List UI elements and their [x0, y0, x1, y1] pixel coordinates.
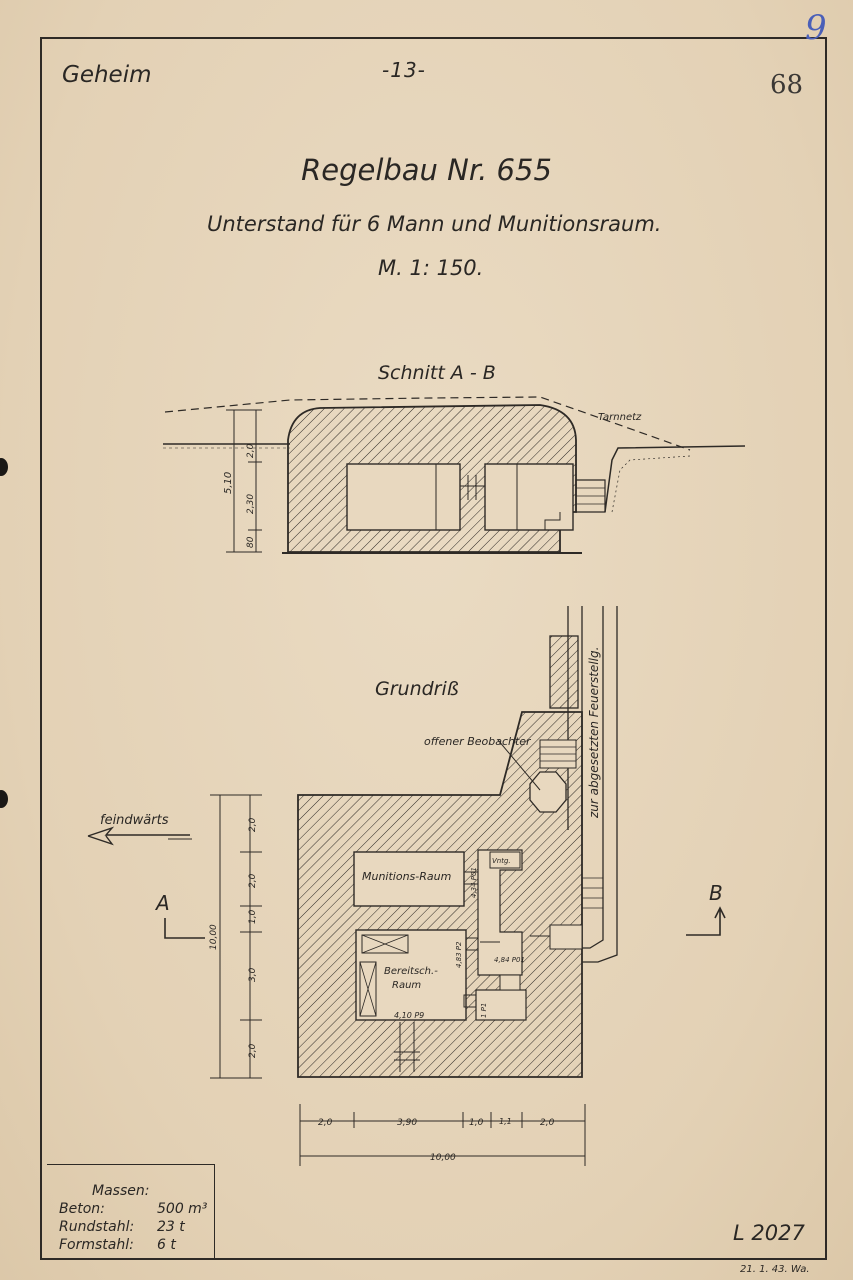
plan-dim-vertical: 2,0: [248, 873, 258, 888]
plan-dim-vertical: 3,0: [248, 967, 258, 982]
section-dim-floor: 80: [246, 536, 256, 548]
vent-room: [489, 851, 521, 869]
masses-row-value: 500 m³: [157, 1201, 208, 1217]
plan-vertical-dimension-lines: [210, 794, 262, 1079]
bunk-symbol: [361, 934, 409, 954]
plan-dim-horizontal: 1,1: [499, 1117, 512, 1126]
sheet-code: L 2027: [733, 1221, 805, 1245]
binder-hole: [0, 790, 8, 808]
plan-dim-vertical: 2,0: [248, 817, 258, 832]
page-number: -13-: [382, 58, 426, 82]
drawing-frame: [40, 37, 827, 1260]
binder-hole: [0, 458, 8, 476]
masses-row-label: Beton:: [59, 1201, 105, 1217]
observer-leader-line: [497, 739, 541, 791]
drawing-scale: M. 1: 150.: [378, 256, 484, 280]
section-dim-room: 2,30: [246, 494, 256, 514]
masses-row-round-steel: Rundstahl: 23 t: [59, 1219, 209, 1235]
ready-room-label-line1: Bereitsch.-: [384, 966, 438, 977]
door-label: 4,34 P01: [470, 867, 478, 898]
plan-title: Grundriß: [375, 678, 459, 700]
inner-step: [544, 512, 561, 530]
plan-dim-overall-horizontal: 10,00: [430, 1153, 456, 1163]
plan-dim-horizontal: 3,90: [397, 1118, 417, 1128]
date-mark: 21. 1. 43. Wa.: [740, 1264, 810, 1275]
section-marker-a: A: [154, 891, 170, 915]
camo-net-label: Tarnnetz: [598, 412, 642, 423]
classification-label: Geheim: [62, 62, 152, 88]
door-label: 1 P1: [480, 1003, 488, 1018]
section-view: Tarnnetz 5,: [163, 396, 746, 554]
plan-door-symbols: [463, 871, 550, 1008]
trench-slope: [611, 455, 691, 513]
door-label: 4,84 P01: [494, 956, 525, 964]
drawing-title: Regelbau Nr. 655: [301, 153, 552, 187]
section-dim-roof: 2,0: [246, 443, 256, 458]
plan-dim-horizontal: 1,0: [469, 1118, 484, 1128]
ready-room: [355, 929, 467, 1021]
plan-dim-vertical: 2,0: [248, 1043, 258, 1058]
section-marker-b: B: [709, 881, 723, 905]
plan-dim-horizontal: 2,0: [540, 1118, 555, 1128]
plan-dim-overall-vertical: 10,00: [209, 924, 219, 950]
trench-profile: [604, 445, 746, 513]
masses-title: Massen:: [92, 1183, 150, 1199]
entrance-passage: [549, 924, 583, 950]
enemy-direction-label: feindwärts: [100, 813, 169, 828]
section-room-left: [346, 463, 461, 531]
camo-net-line: [164, 396, 691, 451]
observer-label: offener Beobachter: [424, 735, 532, 748]
observer-position: [529, 771, 567, 813]
trench-block: [549, 635, 579, 709]
bunk-cross: [361, 934, 409, 954]
route-label: zur abgesetzten Feuerstellg.: [587, 647, 601, 819]
drawing-subtitle: Unterstand für 6 Mann und Munitionsraum.: [207, 212, 662, 236]
plan-dim-horizontal: 2,0: [318, 1118, 333, 1128]
door-label: 4,10 P9: [394, 1011, 424, 1020]
masses-row-label: Rundstahl:: [59, 1219, 135, 1235]
bed-symbol: [359, 961, 377, 1017]
ready-room-label-line2: Raum: [392, 980, 421, 991]
section-stairs: [575, 479, 606, 513]
ammo-room: [353, 851, 465, 907]
masses-table: Massen: Beton: 500 m³ Rundstahl: 23 t Fo…: [47, 1164, 215, 1258]
section-title: Schnitt A - B: [378, 362, 496, 384]
plan-horizontal-dimension-lines: [299, 1104, 586, 1166]
lock-passage: [499, 974, 521, 991]
masses-row-label: Formstahl:: [59, 1237, 134, 1253]
masses-row-value: 23 t: [157, 1219, 185, 1235]
section-room-right: [484, 463, 574, 531]
bed-cross: [359, 961, 377, 1017]
plan-view: offener Beobachter zur abgesetzten Feuer…: [87, 606, 726, 1166]
masses-row-concrete: Beton: 500 m³: [59, 1201, 209, 1217]
vent-label: Vntg.: [492, 857, 511, 865]
pencil-page-mark: 9: [805, 8, 827, 48]
stamp-number: 68: [770, 70, 804, 100]
section-marker-b-line: [686, 906, 726, 936]
ammo-room-label: Munitions-Raum: [362, 870, 451, 883]
trench-corridor-right: [582, 606, 618, 963]
gas-lock-corridor: [477, 849, 523, 976]
emergency-exit: [394, 1022, 420, 1072]
door-label: 4,83 P2: [455, 941, 463, 968]
stair-treads: [576, 487, 605, 505]
enemy-direction-arrow: [87, 826, 192, 846]
masses-row-value: 6 t: [157, 1237, 176, 1253]
observer-stair-treads: [540, 746, 576, 762]
section-marker-a-line: [164, 918, 205, 939]
section-dim-total: 5,10: [223, 472, 234, 494]
entrance-stair-treads: [582, 877, 603, 909]
section-dimension-lines: [226, 409, 262, 553]
plan-dim-vertical: 1,0: [248, 909, 258, 924]
section-door-symbol: [460, 475, 485, 500]
masses-row-shape-steel: Formstahl: 6 t: [59, 1237, 209, 1253]
